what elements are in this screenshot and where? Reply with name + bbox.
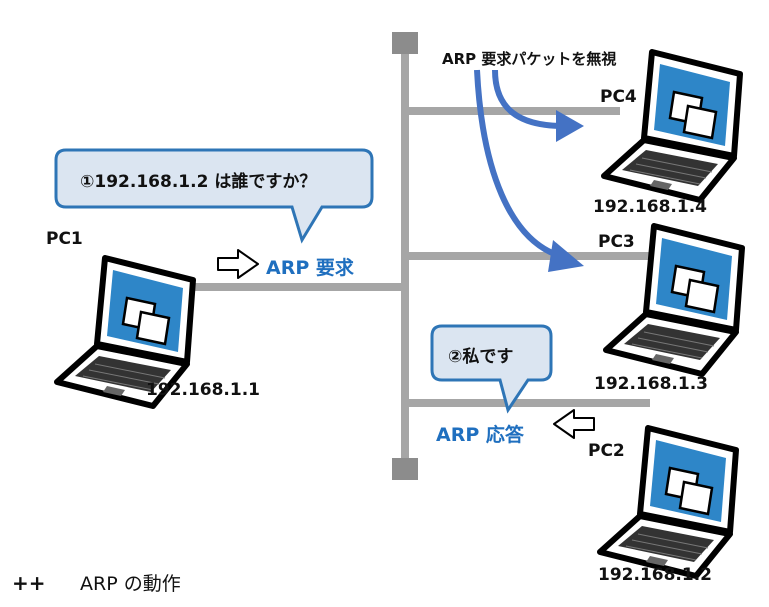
pc1-name: PC1: [46, 229, 83, 249]
pc1-ip: 192.168.1.1: [146, 380, 260, 400]
backbone-cap-bottom: [392, 458, 418, 480]
caption-marker: ++: [12, 571, 46, 595]
network: [170, 32, 655, 480]
laptop-icon-pc4: [604, 52, 740, 200]
request-bubble: [54, 148, 374, 244]
reply-bubble-text: ②私です: [448, 347, 513, 367]
curved-arrow-icon-pc4: [492, 69, 584, 142]
hollow-arrow-icon-reply: [553, 409, 595, 439]
curved-arrow-icon-pc3: [474, 69, 584, 272]
caption-text: ARP の動作: [80, 573, 181, 595]
arp-reply-label: ARP 応答: [436, 423, 525, 446]
hollow-arrow-icon-request: [217, 249, 259, 279]
pc3-ip: 192.168.1.3: [594, 374, 708, 394]
pc4-ip: 192.168.1.4: [593, 197, 707, 217]
pc2-ip: 192.168.1.2: [598, 565, 712, 585]
pc2-name: PC2: [588, 441, 625, 461]
request-bubble-text: ①192.168.1.2 は誰ですか？: [80, 171, 316, 192]
backbone-cap-top: [392, 32, 418, 54]
pc3-name: PC3: [598, 232, 635, 252]
ignore-packet-label: ARP 要求パケットを無視: [442, 50, 616, 68]
reply-bubble: [430, 324, 553, 414]
arp-request-label: ARP 要求: [266, 256, 355, 279]
pc4-name: PC4: [600, 87, 637, 107]
